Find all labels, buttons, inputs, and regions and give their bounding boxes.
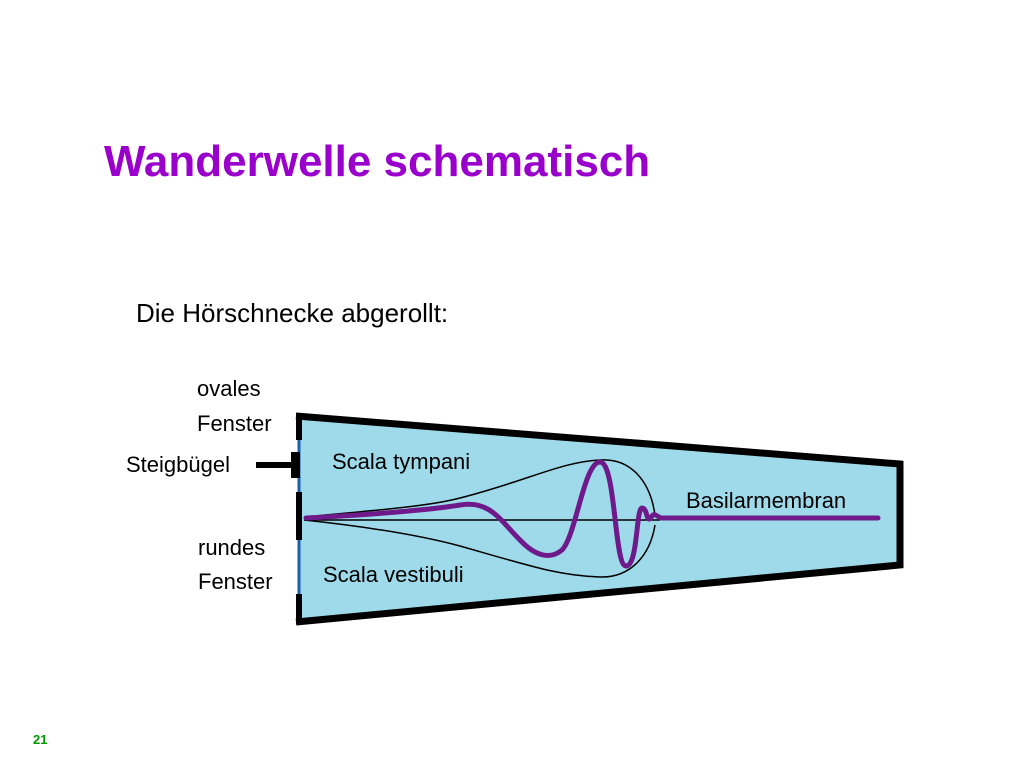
label-basilar-membrane: Basilarmembran xyxy=(686,490,846,512)
label-scala-tympani: Scala tympani xyxy=(332,451,470,473)
label-scala-vestibuli: Scala vestibuli xyxy=(323,564,464,586)
label-oval-window-line1: ovales xyxy=(197,378,261,400)
slide-number: 21 xyxy=(33,733,47,746)
label-oval-window-line2: Fenster xyxy=(197,413,272,435)
label-round-window-line2: Fenster xyxy=(198,571,273,593)
stapes-footplate xyxy=(291,452,300,478)
label-round-window-line1: rundes xyxy=(198,537,265,559)
label-stapes: Steigbügel xyxy=(126,454,230,476)
